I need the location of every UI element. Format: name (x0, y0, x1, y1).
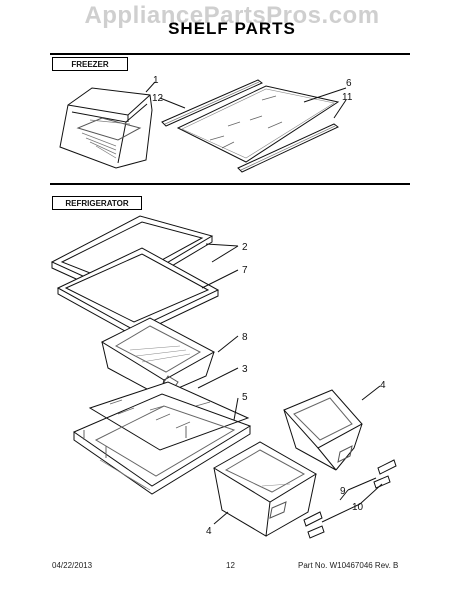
watermark: AppliancePartsPros.com (84, 2, 380, 29)
crisper-cover-frame (72, 393, 252, 495)
crisper-glass-cover (88, 381, 250, 451)
callout-10: 10 (352, 502, 364, 513)
page-title: SHELF PARTS (168, 19, 296, 38)
freezer-glass-shelf (176, 85, 340, 163)
freezer-rule (50, 53, 410, 55)
callout-6: 6 (346, 78, 352, 89)
callout-1: 1 (153, 75, 159, 86)
refrigerator-shelf-trim (56, 247, 220, 337)
callout-3: 3 (242, 364, 248, 375)
callout-9: 9 (340, 486, 346, 497)
left-shelf-rail (161, 79, 263, 127)
freezer-label: FREEZER (52, 57, 128, 71)
callout-5: 5 (242, 392, 248, 403)
refrigerator-label: REFRIGERATOR (52, 196, 142, 210)
callout-8: 8 (242, 332, 248, 343)
footer-page-number: 12 (226, 561, 235, 570)
right-shelf-rail (237, 123, 339, 173)
footer-date: 04/22/2013 (52, 561, 93, 570)
freezer-basket (59, 87, 153, 169)
callout-4-lower: 4 (206, 526, 212, 537)
freezer-callouts: 1 12 6 11 (152, 75, 353, 104)
drawer-slide-clips (303, 459, 397, 539)
callout-4-upper: 4 (380, 380, 386, 391)
right-crisper-drawer-upper (283, 389, 363, 471)
callout-12: 12 (152, 93, 164, 104)
footer-part-number: Part No. W10467046 Rev. B (298, 561, 399, 570)
callout-2: 2 (242, 242, 248, 253)
left-crisper-drawer-lower (213, 441, 317, 537)
refrigerator-callouts: 2 7 8 3 5 4 9 10 4 (206, 242, 386, 537)
callout-11: 11 (342, 92, 353, 103)
callout-7: 7 (242, 265, 248, 276)
refrigerator-rule (50, 183, 410, 185)
center-crisper-drawer (100, 317, 216, 397)
